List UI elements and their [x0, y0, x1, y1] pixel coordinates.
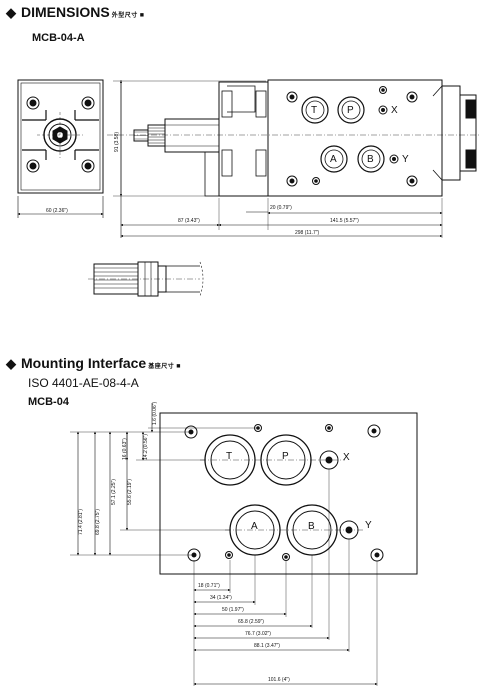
- plate-port-b: B: [308, 521, 315, 532]
- end-view: [17, 79, 104, 194]
- port-p-ring: [337, 96, 365, 124]
- dim-60-label: 60 (2.36"): [46, 208, 68, 214]
- dim-101-6-label: 101.6 (4"): [268, 677, 290, 683]
- bolt-hole: [26, 96, 40, 110]
- mounting-title: Mounting Interface: [21, 355, 147, 371]
- plate-port-a: A: [251, 521, 258, 532]
- bolt-hole-center: [84, 99, 92, 107]
- dim-87-label: 87 (3.43"): [178, 218, 200, 224]
- dim-16-label: 16 (0.63"): [122, 438, 128, 460]
- dim-141-5-label: 141.5 (5.57"): [330, 218, 359, 224]
- square-bullet-icon: ■: [176, 363, 181, 370]
- dim-60: [17, 196, 104, 218]
- diamond-bullet-icon: ◆: [6, 5, 16, 20]
- dim-298-label: 298 (11.7"): [295, 230, 320, 236]
- horizontal-dims: [193, 469, 378, 686]
- mounting-plate: [159, 412, 418, 575]
- dim-91-label: 91 (3.58): [114, 132, 120, 152]
- mounting-subtitle-cn: 基座尺寸: [148, 364, 175, 370]
- plate-port-t: T: [226, 451, 232, 462]
- dim-71-4-label: 71.4 (2.81"): [78, 509, 84, 535]
- port-t-ring: [301, 96, 329, 124]
- port-x-ring: [378, 105, 388, 115]
- end-view-outline: [17, 79, 104, 194]
- dim-20-label: 20 (0.79"): [270, 205, 292, 211]
- side-port-y: Y: [402, 154, 409, 165]
- dimensions-title: DIMENSIONS: [21, 4, 110, 20]
- locating-pin: [282, 553, 290, 561]
- plate-port-p: P: [282, 451, 289, 462]
- adjuster-detail: [88, 261, 204, 297]
- side-port-t: T: [311, 105, 317, 116]
- plate-port-y: Y: [365, 520, 372, 531]
- dim-34-label: 34 (1.34"): [210, 595, 232, 601]
- side-port-a: A: [330, 154, 337, 165]
- side-port-b: B: [367, 154, 374, 165]
- bolt-hole: [367, 424, 381, 438]
- bolt-hole-center: [29, 99, 37, 107]
- dim-1-6-label: 1.6 (0.06"): [152, 401, 158, 425]
- dim-14-2-label: 14.2 (0.56"): [143, 434, 149, 460]
- mounting-plate-outline: [159, 412, 418, 575]
- diamond-bullet-icon: ◆: [6, 356, 16, 371]
- port-b-ring: [357, 145, 385, 173]
- dimensions-subtitle-cn: 外型尺寸: [111, 13, 138, 19]
- vertical-dims: [70, 403, 258, 556]
- end-view-inner-outline: [20, 82, 101, 191]
- model-name-top: MCB-04-A: [32, 32, 85, 44]
- housing-step: [218, 82, 256, 113]
- dim-18-label: 18 (0.71"): [198, 583, 220, 589]
- dim-76-7-label: 76.7 (3.02"): [245, 631, 271, 637]
- model-name-bottom: MCB-04: [28, 396, 69, 408]
- dim-69-8-label: 69.8 (2.75"): [95, 509, 101, 535]
- adjuster-housing: [164, 118, 220, 153]
- bolt-hole-center: [84, 162, 92, 170]
- mounting-heading: ◆ Mounting Interface 基座尺寸 ■: [6, 355, 180, 372]
- bolt-hole: [81, 96, 95, 110]
- dim-55-6-label: 55.6 (2.19"): [127, 479, 133, 505]
- side-view: [107, 79, 480, 197]
- bolt-hole: [81, 159, 95, 173]
- dim-50-label: 50 (1.97"): [222, 607, 244, 613]
- locating-pin: [225, 551, 233, 559]
- port-a-ring: [320, 145, 348, 173]
- bolt-hole-center: [29, 162, 37, 170]
- side-port-p: P: [347, 105, 354, 116]
- dim-65-8-label: 65.8 (2.59"): [238, 619, 264, 625]
- plate-port-x: X: [343, 452, 350, 463]
- iso-standard: ISO 4401-AE-08-4-A: [28, 376, 139, 390]
- solenoid-connector: [441, 85, 461, 181]
- dim-88-1-label: 88.1 (3.47"): [254, 643, 280, 649]
- dim-57-1-label: 57.1 (2.25"): [111, 479, 117, 505]
- locating-pin: [325, 424, 333, 432]
- dimensions-heading: ◆ DIMENSIONS 外型尺寸 ■: [6, 4, 144, 21]
- side-port-x: X: [391, 105, 398, 116]
- square-bullet-icon: ■: [139, 12, 144, 19]
- bolt-hole: [26, 159, 40, 173]
- port-y-ring: [389, 154, 399, 164]
